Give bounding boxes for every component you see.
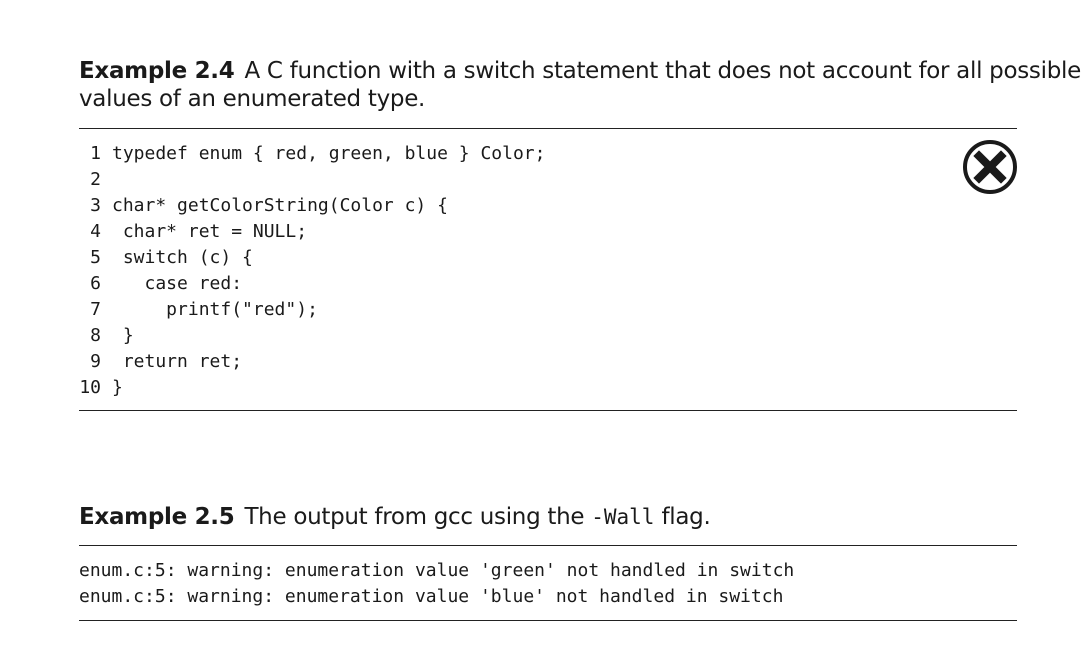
output-line: enum.c:5: warning: enumeration value 'bl… xyxy=(79,586,784,607)
caption-line-1: Example 2.4 A C function with a switch st… xyxy=(79,57,1081,85)
compiler-output: enum.c:5: warning: enumeration value 'gr… xyxy=(79,558,794,610)
code-line: 10} xyxy=(79,375,545,401)
line-number: 4 xyxy=(90,221,101,242)
caption-line-2: values of an enumerated type. xyxy=(79,86,426,112)
code-text: return ret; xyxy=(112,351,243,372)
bottom-rule xyxy=(79,410,1017,411)
line-number: 2 xyxy=(90,169,101,190)
output-line: enum.c:5: warning: enumeration value 'gr… xyxy=(79,560,795,581)
output-bottom-rule xyxy=(79,620,1017,621)
example-2-4-caption: Example 2.4 A C function with a switch st… xyxy=(79,57,1081,113)
caption-suffix: flag. xyxy=(654,504,711,530)
code-text: } xyxy=(112,325,134,346)
code-line: 7 printf("red"); xyxy=(79,297,545,323)
code-text: char* getColorString(Color c) { xyxy=(112,195,448,216)
code-text: printf("red"); xyxy=(112,299,318,320)
caption-prefix: The output from gcc using the xyxy=(244,504,592,530)
line-number: 1 xyxy=(90,143,101,164)
line-number: 6 xyxy=(90,273,101,294)
code-text: typedef enum { red, green, blue } Color; xyxy=(112,143,546,164)
x-circle-icon xyxy=(963,140,1017,194)
top-rule xyxy=(79,128,1017,129)
code-line: 4 char* ret = NULL; xyxy=(79,219,545,245)
code-line: 3 char* getColorString(Color c) { xyxy=(79,193,545,219)
example-2-5-caption: Example 2.5 The output from gcc using the… xyxy=(79,503,711,531)
code-text: char* ret = NULL; xyxy=(112,221,308,242)
code-listing: 1 typedef enum { red, green, blue } Color… xyxy=(79,141,545,401)
code-line: 2 xyxy=(79,167,545,193)
line-number: 8 xyxy=(90,325,101,346)
code-line: 6 case red: xyxy=(79,271,545,297)
code-text: } xyxy=(112,377,123,398)
code-line: 8 } xyxy=(79,323,545,349)
code-text: switch (c) { xyxy=(112,247,253,268)
line-number: 7 xyxy=(90,299,101,320)
line-number: 10 xyxy=(79,377,101,398)
line-number: 3 xyxy=(90,195,101,216)
example-label: Example 2.5 xyxy=(79,504,235,530)
caption-flag: -Wall xyxy=(591,505,655,529)
line-number: 5 xyxy=(90,247,101,268)
code-line: 5 switch (c) { xyxy=(79,245,545,271)
code-line: 1 typedef enum { red, green, blue } Color… xyxy=(79,141,545,167)
caption-text: A C function with a switch statement tha… xyxy=(244,58,1081,84)
output-top-rule xyxy=(79,545,1017,546)
code-line: 9 return ret; xyxy=(79,349,545,375)
code-text: case red: xyxy=(112,273,243,294)
example-label: Example 2.4 xyxy=(79,58,235,84)
line-number: 9 xyxy=(90,351,101,372)
